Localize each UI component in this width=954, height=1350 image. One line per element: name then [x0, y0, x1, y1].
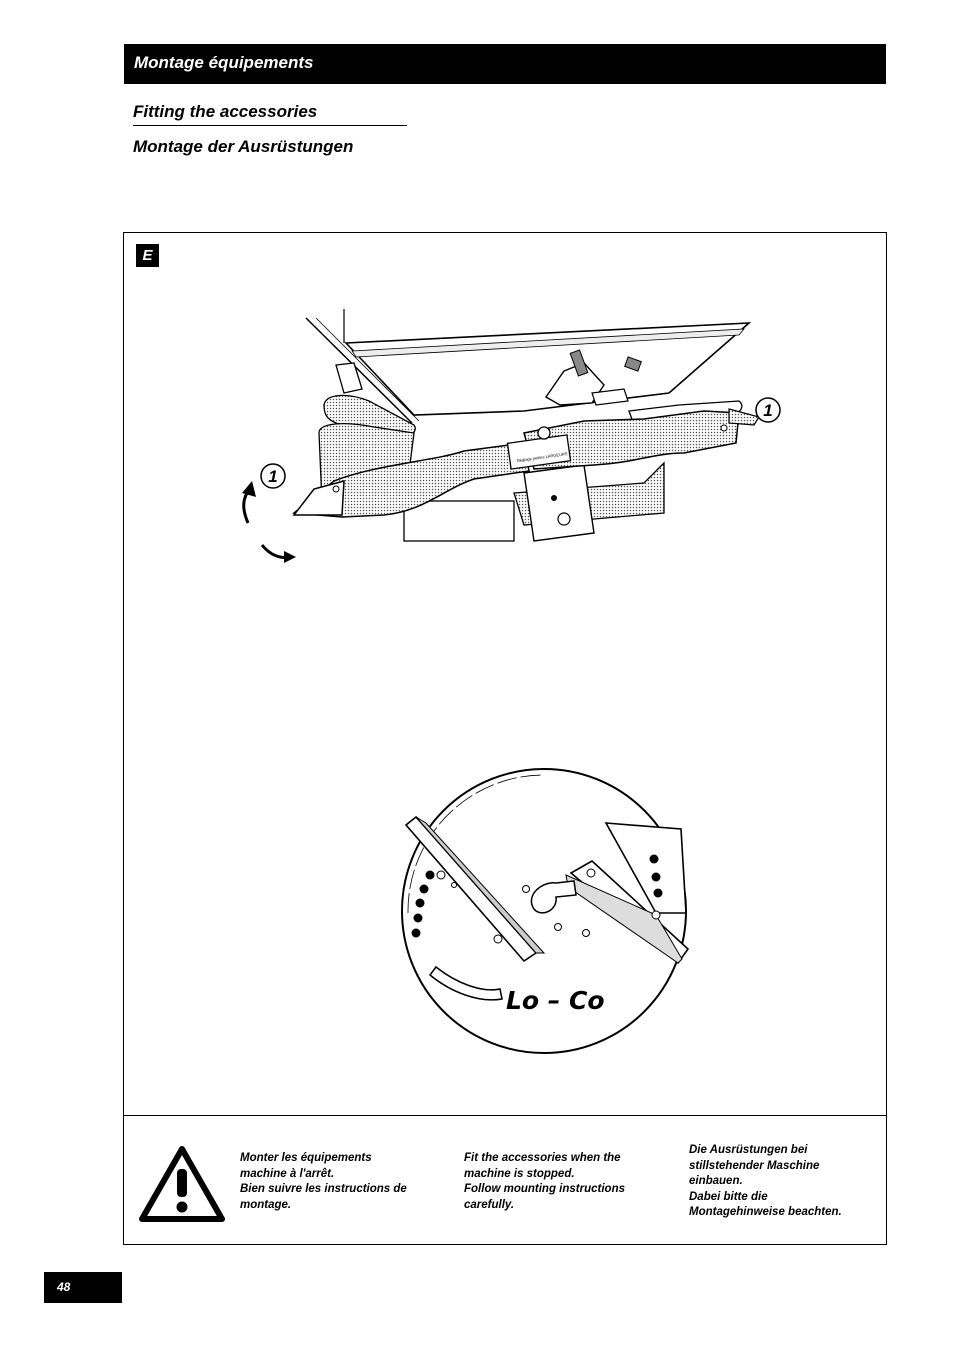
section-title: Montage équipements	[134, 53, 314, 72]
subtitle-german: Montage der Ausrüstungen	[133, 137, 354, 156]
frame-divider	[124, 1115, 886, 1116]
lo-co-text: Lo – Co	[506, 986, 605, 1015]
spreader-illustration: Réglage petites LARGEURS	[242, 309, 760, 563]
section-header-bar: Montage équipements	[124, 44, 886, 84]
warning-text-en: Fit the accessories when the machine is …	[464, 1152, 625, 1211]
callout-right: 1	[763, 401, 772, 420]
figure-label-badge: E	[136, 244, 159, 267]
callout-left: 1	[268, 467, 277, 486]
warning-triangle-icon	[139, 1146, 225, 1222]
warning-text-de: Die Ausrüstungen bei stillstehender Masc…	[689, 1144, 842, 1218]
right-deflector-arm	[523, 410, 740, 470]
subtitle-underline	[133, 125, 407, 126]
page-number-box: 48	[44, 1272, 122, 1303]
lo-co-disc-illustration: Lo – Co	[401, 768, 690, 1054]
callout-left-marker: 1	[260, 463, 286, 489]
warning-text-fr: Monter les équipements machine à l'arrêt…	[240, 1152, 407, 1211]
subtitle-english: Fitting the accessories	[133, 102, 318, 121]
page-number: 48	[57, 1280, 71, 1294]
callout-right-marker: 1	[755, 397, 781, 423]
figure-frame: E	[123, 232, 887, 1245]
